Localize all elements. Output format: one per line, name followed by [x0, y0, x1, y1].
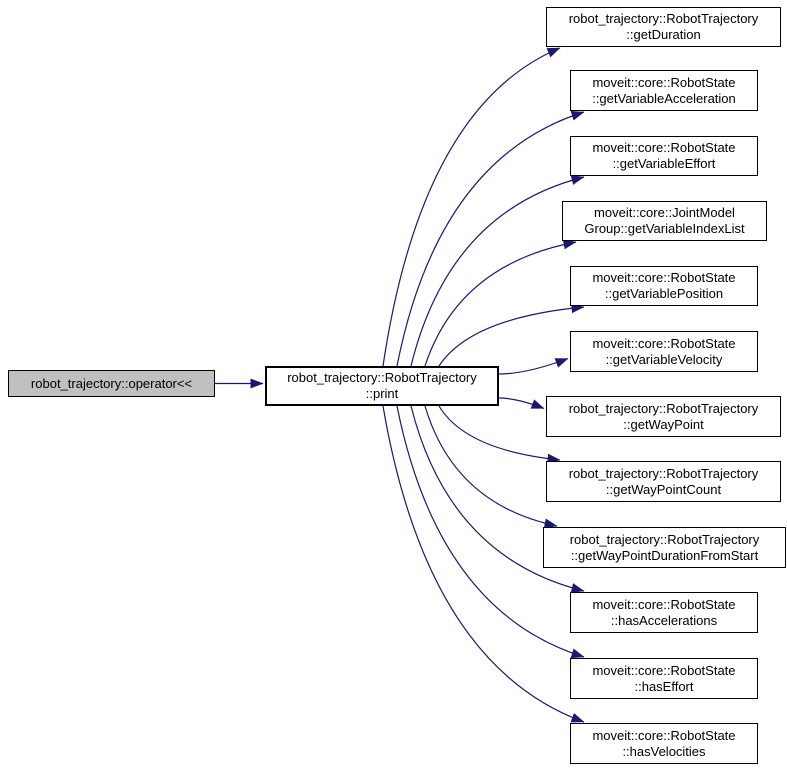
node-label-line: moveit::core::JointModel	[594, 205, 735, 220]
node-has-velocities[interactable]: moveit::core::RobotState ::hasVelocities	[570, 723, 758, 764]
call-edge-arrow	[410, 175, 585, 367]
node-get-variable-effort[interactable]: moveit::core::RobotState ::getVariableEf…	[570, 136, 758, 176]
node-label-line: ::getVariableVelocity	[605, 351, 723, 367]
call-edge-arrow	[424, 239, 577, 367]
node-label-line: robot_trajectory::operator<<	[30, 375, 193, 391]
node-label-line: robot_trajectory::RobotTrajectory	[287, 370, 477, 385]
node-label-line: moveit::core::RobotState	[592, 335, 736, 351]
node-get-way-point-duration-from-start[interactable]: robot_trajectory::RobotTrajectory ::getW…	[543, 527, 786, 568]
node-label-line: ::getVariableAcceleration	[592, 90, 736, 106]
node-label-line: moveit::core::RobotState	[592, 727, 736, 743]
node-label-line: ::getVariableEffort	[612, 156, 716, 171]
node-has-accelerations[interactable]: moveit::core::RobotState ::hasAccelerati…	[570, 592, 758, 633]
node-get-variable-acceleration[interactable]: moveit::core::RobotState ::getVariableAc…	[570, 70, 758, 111]
node-label-line: ::getDuration	[626, 27, 701, 42]
node-label-line: robot_trajectory::RobotTrajectory	[568, 11, 759, 26]
node-label-line: moveit::core::RobotState	[592, 140, 736, 155]
call-edge-arrow	[424, 405, 558, 529]
call-edge-arrow	[438, 303, 585, 367]
node-get-variable-velocity[interactable]: moveit::core::RobotState ::getVariableVe…	[570, 331, 758, 372]
node-get-way-point-count[interactable]: robot_trajectory::RobotTrajectory ::getW…	[546, 461, 781, 502]
call-edge-arrow	[498, 357, 569, 375]
call-edge-arrow	[396, 110, 585, 367]
node-label-line: robot_trajectory::RobotTrajectory	[569, 531, 760, 547]
node-operator[interactable]: robot_trajectory::operator<<	[8, 370, 215, 397]
node-label-line: ::getWayPointDurationFromStart	[570, 547, 759, 563]
node-get-variable-position[interactable]: moveit::core::RobotState ::getVariablePo…	[570, 266, 758, 306]
node-label-line: Group::getVariableIndexList	[584, 221, 745, 236]
node-label-line: ::hasAccelerations	[610, 612, 718, 628]
node-label-line: ::getWayPointCount	[605, 481, 722, 497]
node-label-line: moveit::core::RobotState	[592, 270, 736, 285]
node-label-line: ::hasVelocities	[622, 743, 706, 759]
node-get-way-point[interactable]: robot_trajectory::RobotTrajectory ::getW…	[546, 396, 781, 437]
call-edge-arrow	[382, 47, 561, 367]
node-label-line: robot_trajectory::RobotTrajectory	[568, 465, 759, 481]
node-print[interactable]: robot_trajectory::RobotTrajectory ::prin…	[265, 366, 499, 406]
call-edge-arrow	[498, 397, 545, 410]
call-edge-arrow	[438, 405, 561, 464]
node-get-variable-index-list[interactable]: moveit::core::JointModel Group::getVaria…	[562, 201, 767, 241]
node-label-line: ::getWayPoint	[623, 416, 704, 432]
node-label-line: ::hasEffort	[634, 678, 694, 694]
node-has-effort[interactable]: moveit::core::RobotState ::hasEffort	[570, 658, 758, 699]
node-label-line: moveit::core::RobotState	[592, 662, 736, 678]
node-get-duration[interactable]: robot_trajectory::RobotTrajectory ::getD…	[546, 7, 781, 47]
node-label-line: ::print	[365, 386, 399, 401]
node-label-line: ::getVariablePosition	[604, 286, 724, 301]
node-label-line: moveit::core::RobotState	[592, 596, 736, 612]
node-label-line: robot_trajectory::RobotTrajectory	[568, 400, 759, 416]
node-label-line: moveit::core::RobotState	[592, 74, 736, 90]
